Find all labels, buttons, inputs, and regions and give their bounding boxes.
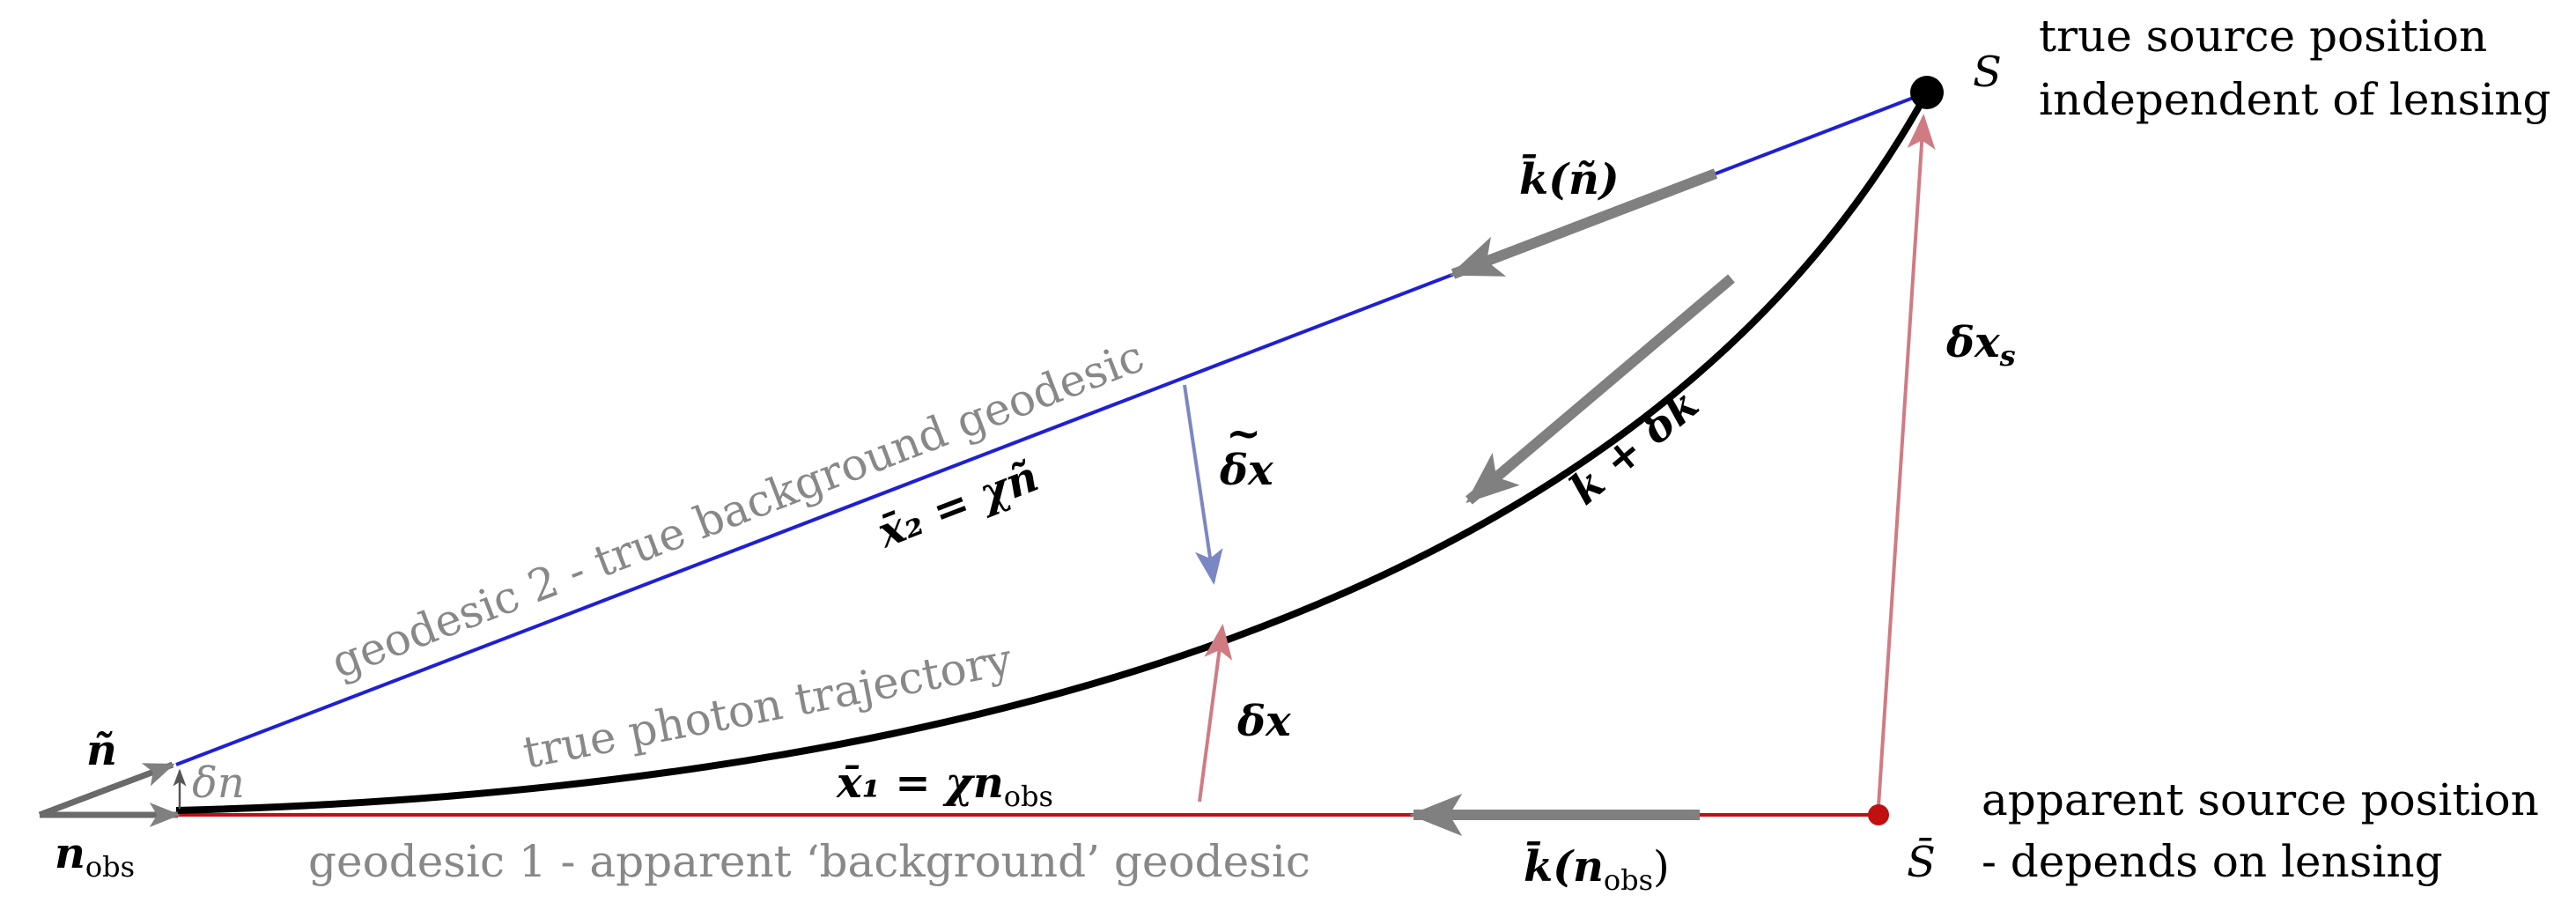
true-source-text-line2: independent of lensing (2039, 74, 2551, 125)
apparent-source-dot (1868, 804, 1889, 825)
geodesic-1-label: geodesic 1 - apparent ‘background’ geode… (308, 836, 1310, 887)
x1-equation: x̄₁ = χnobs (836, 758, 1053, 813)
k-plus-dk-arrow (1465, 274, 1735, 505)
n-tilde-vector (38, 761, 175, 818)
k-tilde-n-label: k̄(ñ) (1519, 153, 1620, 204)
delta-x-tilde-overtilde: ~ (1226, 409, 1261, 458)
k-n-obs-label: k̄(nobs) (1524, 840, 1670, 897)
delta-x-s-label: δxs (1945, 318, 2016, 373)
n-obs-label: nobs (55, 829, 135, 884)
geodesic-2-label: geodesic 2 - true background geodesic (325, 330, 1151, 688)
apparent-source-text-line2: - depends on lensing (1982, 836, 2443, 887)
k-tilde-n-arrow (1449, 168, 1718, 279)
apparent-source-symbol: S̄ (1907, 836, 1936, 887)
delta-x-tilde-arrow (1183, 384, 1223, 585)
delta-x-arrow (1198, 624, 1233, 803)
true-source-dot (1910, 76, 1944, 109)
delta-x-label: δx (1236, 697, 1292, 746)
delta-x-s-arrow (1877, 114, 1936, 807)
delta-n-label: δn (192, 758, 245, 808)
photon-trajectory-curve (175, 91, 1930, 814)
true-source-symbol: S (1973, 48, 2002, 97)
apparent-source-text-line1: apparent source position (1982, 774, 2539, 825)
true-source-text-line1: true source position (2039, 11, 2487, 62)
n-tilde-label: ñ (86, 726, 117, 775)
delta-x-tilde-label: δx (1219, 446, 1274, 495)
